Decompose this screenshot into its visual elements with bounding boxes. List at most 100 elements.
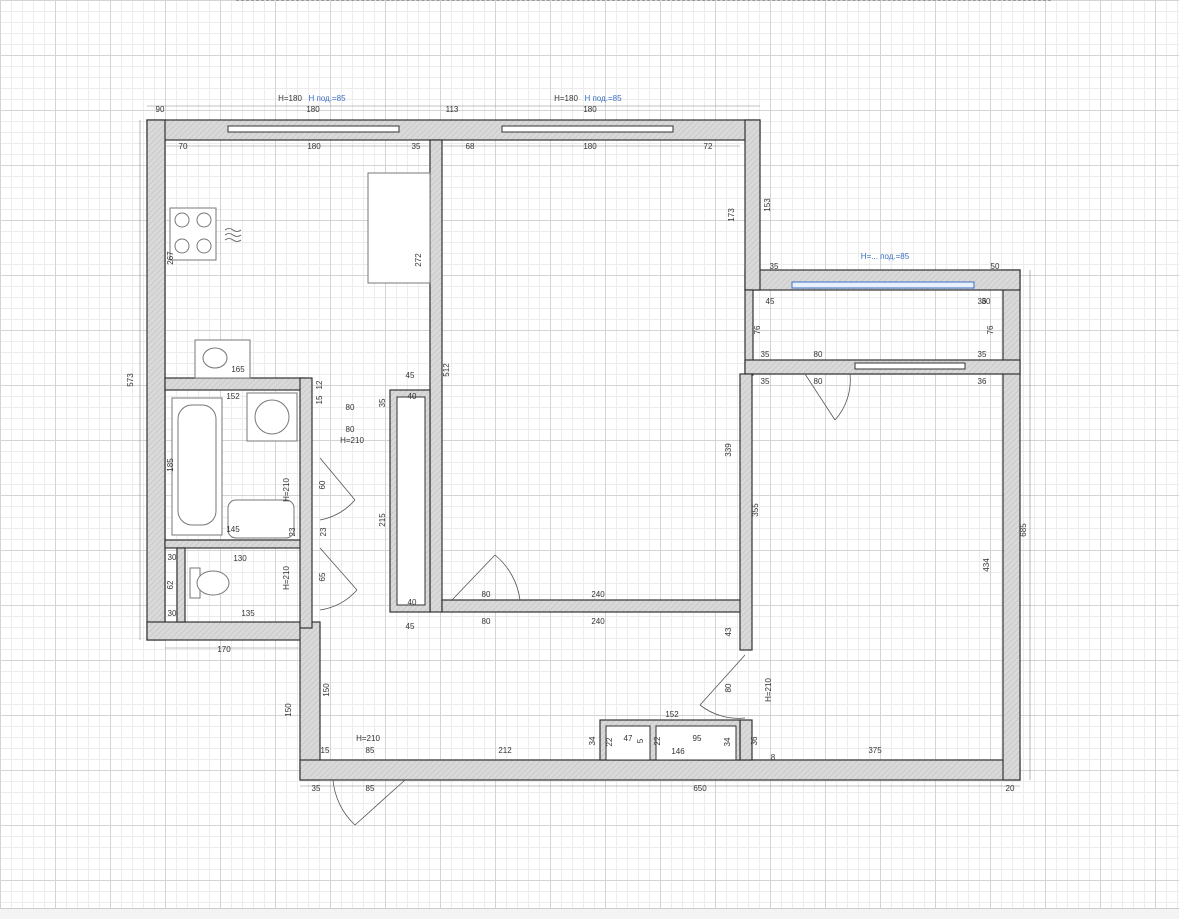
wall-bottom — [299, 759, 1021, 781]
dimension-label: 212 — [498, 746, 512, 755]
top-toolbar-edge — [236, 0, 1051, 4]
dimension-label: H=210 — [282, 478, 291, 502]
dimension-label: 185 — [166, 458, 175, 472]
dimension-label: 36 — [750, 736, 759, 745]
dimension-label: 36 — [978, 297, 987, 306]
window-room[interactable] — [501, 125, 674, 133]
washing-machine-icon — [246, 392, 298, 442]
dimension-label: 35 — [978, 350, 987, 359]
wall-bath-toilet — [164, 539, 306, 549]
toilet-icon — [189, 567, 230, 599]
dimension-label: 180 — [583, 142, 597, 151]
dimension-label: 80 — [482, 590, 491, 599]
dimension-label: 60 — [318, 480, 327, 489]
dimension-label: 12 — [315, 380, 324, 389]
dimension-label: 90 — [156, 105, 165, 114]
wall-toilet-niche — [176, 547, 186, 623]
dimension-label: 8 — [771, 753, 776, 762]
door-bedroom[interactable] — [699, 654, 746, 719]
dimension-label: 339 — [724, 443, 733, 457]
dimension-label: 573 — [126, 373, 135, 387]
wall-hall-left — [299, 621, 321, 781]
storage-left — [605, 725, 651, 761]
dimension-label: 150 — [284, 703, 293, 717]
dimension-label: 45 — [766, 297, 775, 306]
wall-left-bottom — [146, 621, 306, 641]
dimension-label: 153 — [763, 198, 772, 212]
dimension-label: 34 — [723, 737, 732, 746]
dimension-label: 215 — [378, 513, 387, 527]
dimension-label: 130 — [233, 554, 247, 563]
dimension-label: 68 — [466, 142, 475, 151]
window-balcony-door[interactable] — [854, 362, 966, 370]
sill-height-tag: Н под.=85 — [308, 94, 346, 103]
door-balcony[interactable] — [804, 373, 851, 421]
dimension-label: 180 — [583, 105, 597, 114]
dimension-label: 267 — [166, 251, 175, 265]
walls — [146, 119, 1021, 781]
dimension-label: 85 — [366, 746, 375, 755]
dimension-label: 113 — [446, 105, 459, 114]
dimension-label: 150 — [322, 683, 331, 697]
dimension-label: 76 — [753, 325, 762, 334]
dimension-label: 43 — [724, 627, 733, 636]
dimension-label: 40 — [408, 392, 417, 401]
dimension-label: 35 — [312, 784, 321, 793]
dimension-label: 80 — [346, 403, 355, 412]
wall-kitchen-room — [429, 139, 443, 613]
door-bathroom[interactable] — [319, 457, 356, 521]
stove-icon — [169, 207, 242, 261]
dimension-label: 434 — [982, 558, 991, 572]
sill-height-tag: Н под.=85 — [584, 94, 622, 103]
dimension-label: 20 — [1006, 784, 1015, 793]
dimension-label: 23 — [288, 527, 297, 536]
dimension-label: 512 — [442, 363, 451, 377]
dimension-label: 45 — [406, 622, 415, 631]
dimension-label: 95 — [693, 734, 702, 743]
dimension-label: 22 — [653, 736, 662, 745]
dimension-label: 35 — [761, 377, 770, 386]
wall-room-bottom — [441, 599, 746, 613]
dimension-lines — [139, 105, 1031, 787]
storage-right — [655, 725, 737, 761]
dimension-label: 35 — [378, 398, 387, 407]
dimension-label: 45 — [406, 371, 415, 380]
dimension-label: 152 — [665, 710, 679, 719]
dimension-label: 272 — [414, 253, 423, 267]
dimension-label: 40 — [408, 598, 417, 607]
wall-right — [1002, 269, 1021, 781]
closet — [396, 396, 426, 606]
door-room[interactable] — [451, 554, 521, 601]
kitchen-sink-icon — [194, 339, 251, 379]
dimension-label: 80 — [724, 683, 733, 692]
dimension-label: 36 — [978, 377, 987, 386]
height-tag: H=210 — [340, 436, 364, 445]
dimension-label: 76 — [986, 325, 995, 334]
wall-bath-right — [299, 377, 313, 629]
dimension-label: 5 — [636, 738, 645, 743]
door-entrance[interactable] — [332, 779, 406, 826]
door-toilet[interactable] — [319, 547, 358, 611]
wall-left — [146, 119, 166, 641]
windows — [227, 125, 975, 370]
dimension-label: 170 — [217, 645, 231, 654]
dimension-label: 135 — [241, 609, 255, 618]
dimension-label: 65 — [318, 572, 327, 581]
height-tag: H=180 — [278, 94, 302, 103]
dimension-label: 30 — [168, 553, 177, 562]
dimension-label: 685 — [1019, 523, 1028, 537]
window-balcony[interactable] — [791, 281, 975, 289]
dimension-label: 30 — [982, 297, 991, 306]
dimension-label: 240 — [591, 590, 605, 599]
dimension-label: 145 — [226, 525, 240, 534]
fixtures — [169, 172, 431, 599]
wall-bedroom-left — [739, 373, 753, 651]
dimension-label: 173 — [727, 208, 736, 222]
dimension-label: 22 — [605, 737, 614, 746]
window-kitchen[interactable] — [227, 125, 400, 133]
bathtub-icon — [171, 397, 223, 536]
dimension-label: 80 — [814, 350, 823, 359]
dimension-label: 80 — [482, 617, 491, 626]
